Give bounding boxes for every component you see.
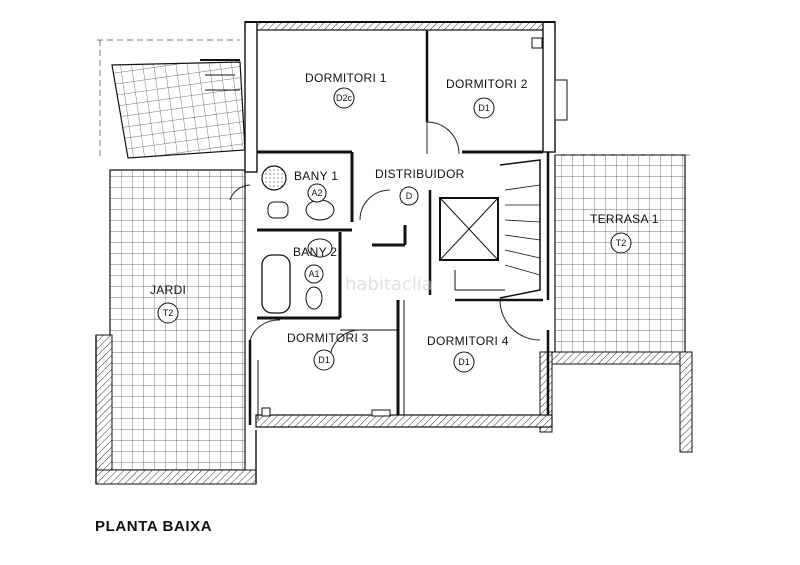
toilet-1 (267, 201, 289, 219)
svg-text:BANY 1: BANY 1 (294, 169, 338, 183)
svg-text:DORMITORI 3: DORMITORI 3 (287, 331, 369, 345)
room-dormitori-1: DORMITORI 1 D2c (305, 71, 387, 109)
svg-text:BANY 2: BANY 2 (293, 245, 337, 259)
room-dormitori-4: DORMITORI 4 D1 (427, 334, 509, 373)
watermark-text: habitaclia (345, 274, 433, 295)
house-walls (244, 21, 556, 428)
svg-text:T2: T2 (616, 238, 627, 248)
svg-text:TERRASA 1: TERRASA 1 (590, 212, 659, 226)
svg-text:D1: D1 (458, 357, 470, 367)
room-bany-1: BANY 1 A2 (294, 169, 338, 203)
svg-text:T2: T2 (163, 308, 174, 318)
svg-text:DORMITORI 1: DORMITORI 1 (305, 71, 387, 85)
bathtub (261, 254, 291, 314)
door-swings (229, 121, 541, 361)
svg-text:DORMITORI 2: DORMITORI 2 (446, 77, 528, 91)
upper-left-terrace (97, 39, 246, 160)
room-bany-2: BANY 2 A1 (293, 245, 337, 284)
shower-tray (261, 165, 287, 191)
room-dormitori-2: DORMITORI 2 D1 (446, 77, 528, 119)
svg-text:DISTRIBUIDOR: DISTRIBUIDOR (375, 167, 465, 181)
toilet-2 (305, 286, 323, 310)
svg-text:DORMITORI 4: DORMITORI 4 (427, 334, 509, 348)
stair-core (439, 159, 541, 299)
room-distribuidor: DISTRIBUIDOR D (375, 167, 465, 206)
washbasin-1 (305, 199, 335, 221)
room-terrasa-1: TERRASA 1 T2 (590, 212, 659, 254)
room-jardi: JARDI T2 (150, 283, 186, 324)
window-marks (261, 37, 568, 417)
svg-text:D1: D1 (478, 103, 490, 113)
svg-text:A1: A1 (308, 269, 319, 279)
svg-text:D2c: D2c (336, 93, 353, 103)
bathroom-fixtures (261, 165, 335, 314)
right-terrace (539, 154, 693, 453)
interior-walls (257, 30, 543, 415)
room-dormitori-3: DORMITORI 3 D1 (287, 331, 369, 371)
garden-area (95, 169, 257, 485)
plan-title: PLANTA BAIXA (95, 518, 212, 535)
svg-text:JARDI: JARDI (150, 283, 186, 297)
svg-text:D: D (406, 191, 413, 201)
svg-text:A2: A2 (311, 188, 322, 198)
washbasin-2 (307, 238, 333, 258)
svg-text:D1: D1 (318, 355, 330, 365)
